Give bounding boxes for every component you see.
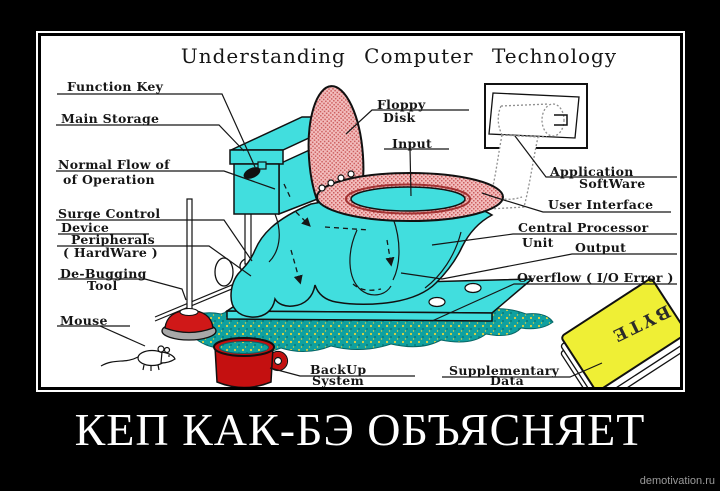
byte-magazine: BYTE <box>560 278 680 387</box>
poster-caption: КЕП КАК-БЭ ОБЪЯСНЯЕТ <box>74 404 646 455</box>
pointer-lines <box>56 93 677 378</box>
toilet-seat <box>316 170 504 222</box>
label-cpu-2: Unit <box>522 235 554 250</box>
bowl-contours <box>268 213 462 296</box>
label-backup-2: System <box>312 373 364 387</box>
label-debugging-1: De-Bugging <box>60 266 147 281</box>
label-normal-flow-1: Normal Flow of <box>58 157 171 172</box>
label-floppy-1: Floppy <box>377 97 426 112</box>
label-output: Output <box>575 240 626 255</box>
label-user-interface: User Interface <box>548 197 653 212</box>
label-debugging-2: Tool <box>87 278 118 293</box>
backup-pot <box>213 337 289 387</box>
label-cpu-1: Central Processor <box>518 220 649 235</box>
label-overflow: Overflow ( I/O Error ) <box>517 270 674 285</box>
label-normal-flow-2: of Operation <box>63 172 155 187</box>
label-device-2: Peripherals <box>71 232 155 247</box>
label-device-3: ( HardWare ) <box>63 245 158 260</box>
diagram-labels: Function Key Main Storage Normal Flow of… <box>58 79 674 387</box>
label-function-key: Function Key <box>67 79 164 94</box>
label-application-2: SoftWare <box>579 176 646 191</box>
flush-handle <box>243 167 261 179</box>
label-floppy-2: Disk <box>383 110 416 125</box>
toilet-diagram: Understanding Computer Technology <box>56 44 680 387</box>
flow-arrows <box>283 183 395 291</box>
label-supplementary-2: Data <box>490 373 524 387</box>
label-supplementary-1: Supplementary <box>449 363 560 378</box>
label-mouse: Mouse <box>60 313 108 328</box>
diagram-title: Understanding Computer Technology <box>181 44 617 68</box>
label-main-storage: Main Storage <box>61 111 159 126</box>
diagram-panel: Understanding Computer Technology <box>36 31 685 392</box>
toilet-paper-holder <box>484 83 588 210</box>
label-surge-control: Surge Control <box>58 206 160 221</box>
watermark: demotivation.ru <box>639 475 715 487</box>
label-backup-1: BackUp <box>310 362 366 377</box>
mouse-animal <box>100 345 176 371</box>
label-input: Input <box>392 136 432 151</box>
label-application-1: Application <box>549 164 634 179</box>
plunger <box>161 198 217 341</box>
label-device-1: Device <box>61 220 109 235</box>
